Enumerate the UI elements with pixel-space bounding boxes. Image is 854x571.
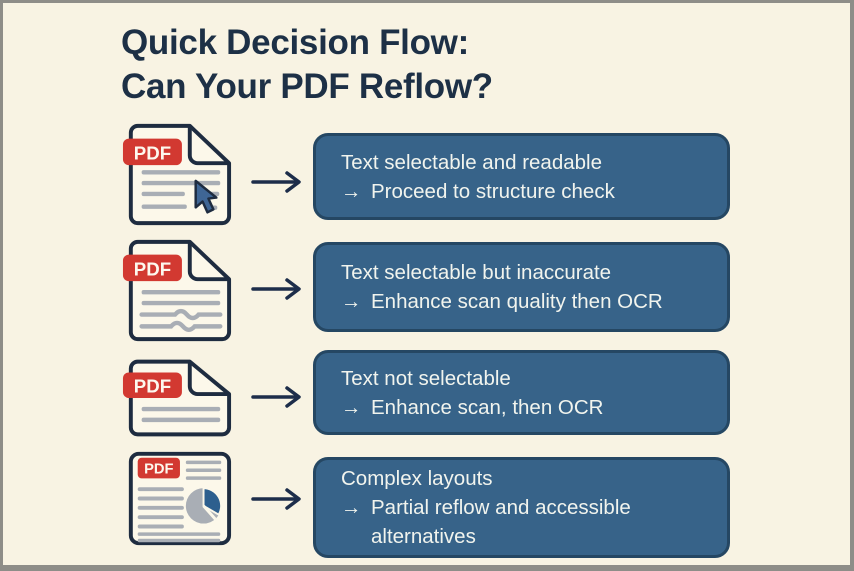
pdf-document-complex-layout-icon: PDF: [128, 451, 232, 546]
pie-chart-icon: [185, 487, 223, 524]
pdf-badge: [122, 372, 182, 398]
action-text: Enhance scan quality then OCR: [371, 290, 663, 313]
pdf-document-cursor-icon: PDF: [122, 123, 232, 226]
pdf-badge-label: PDF: [144, 461, 173, 477]
pdf-badge-label: PDF: [134, 142, 171, 163]
title-line-1: Quick Decision Flow:: [121, 23, 469, 62]
action-text: Proceed to structure check: [371, 179, 615, 203]
right-arrow-icon: [251, 171, 301, 193]
condition-text: Text selectable but inaccurate: [341, 261, 612, 284]
pdf-document-wavy-text-icon: PDF: [122, 239, 232, 342]
page-title: Quick Decision Flow: Can Your PDF Reflow…: [121, 21, 493, 109]
action-text-line-1: Partial reflow and accessible: [371, 496, 631, 519]
action-text: Enhance scan, then OCR: [371, 395, 604, 419]
pdf-badge: [122, 254, 182, 282]
right-arrow-icon: [251, 488, 301, 510]
action-arrow: →: [341, 496, 362, 519]
action-arrow: →: [341, 395, 362, 419]
action-text-line-2: alternatives: [371, 525, 476, 548]
decision-box-1: Text selectable and readable → Proceed t…: [313, 133, 730, 220]
pdf-badge-label: PDF: [134, 376, 171, 397]
cursor-pointer-icon: [194, 179, 218, 214]
action-arrow: →: [341, 179, 362, 203]
pdf-document-sparse-text-icon: PDF: [122, 359, 232, 437]
title-line-2: Can Your PDF Reflow?: [121, 67, 493, 106]
document-text-lines: [137, 460, 222, 543]
pdf-badge-label: PDF: [134, 258, 171, 279]
decision-box-3: Text not selectable → Enhance scan, then…: [313, 350, 730, 435]
condition-text: Text not selectable: [341, 366, 511, 390]
document-text-lines: [141, 406, 221, 423]
action-arrow: →: [341, 290, 362, 313]
decision-box-4: Complex layouts → Partial reflow and acc…: [313, 457, 730, 558]
action-text: Partial reflow and accessible alternativ…: [371, 493, 631, 551]
right-arrow-icon: [251, 386, 301, 408]
pdf-badge: [137, 457, 180, 479]
decision-box-2: Text selectable but inaccurate → Enhance…: [313, 242, 730, 332]
document-text-lines: [139, 290, 223, 332]
condition-text: Text selectable and readable: [341, 150, 602, 174]
pdf-badge: [122, 138, 182, 166]
right-arrow-icon: [251, 278, 301, 300]
condition-text: Complex layouts: [341, 467, 493, 490]
